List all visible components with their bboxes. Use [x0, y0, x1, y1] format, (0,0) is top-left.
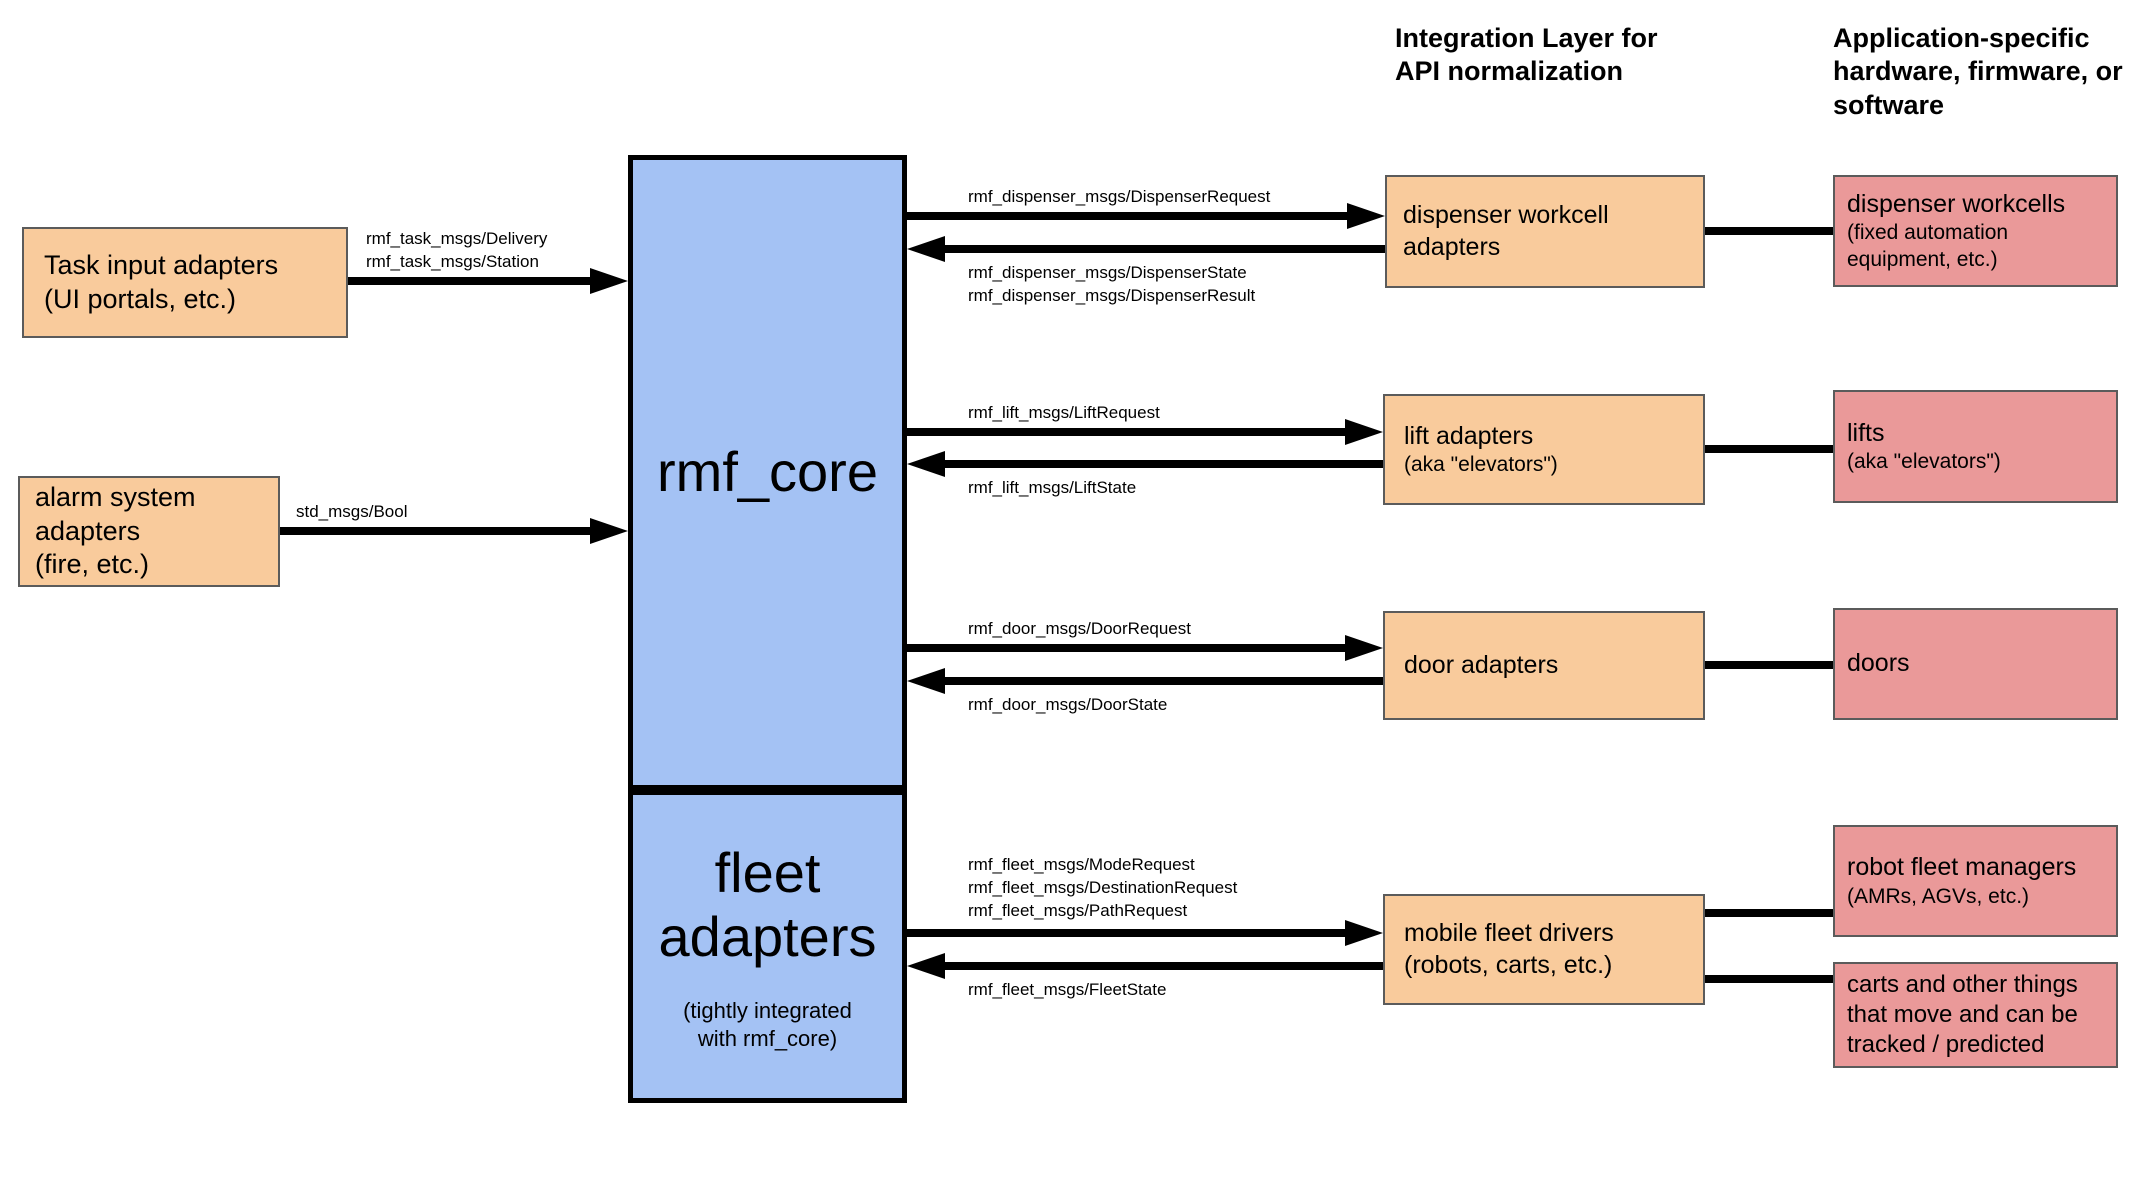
fleet-to-drivers-line — [907, 929, 1351, 937]
drivers-to-fleet-line — [939, 962, 1383, 970]
fleet-to-drivers-arrowhead — [1345, 920, 1383, 946]
robot-fleet-managers-label: robot fleet managers — [1847, 853, 2077, 882]
dispenser-adapters-to-core-label: rmf_dispenser_msgs/DispenserState rmf_di… — [968, 263, 1256, 305]
rmf-core-box: rmf_core — [628, 155, 907, 790]
lift-adapters-label: lift adapters — [1404, 421, 1534, 450]
door-adapters-to-core-label: rmf_door_msgs/DoorState — [968, 695, 1168, 714]
door-adapters-label: door adapters — [1404, 650, 1559, 679]
lifts-sublabel: (aka "elevators") — [1847, 450, 2001, 473]
alarm-to-core-label: std_msgs/Bool — [296, 502, 408, 521]
dispenser-workcell-adapters-label: dispenser workcell adapters — [1403, 201, 1609, 261]
drivers-to-fleet-managers-line — [1705, 909, 1833, 917]
carts-and-trackables-box: carts and other things that move and can… — [1833, 962, 2118, 1068]
lift-adapters-to-core-line — [939, 460, 1383, 468]
lifts-box: lifts (aka "elevators") — [1833, 390, 2118, 503]
doors-box: doors — [1833, 608, 2118, 720]
door-adapters-to-core-line — [939, 677, 1383, 685]
core-to-dispenser-adapters-arrowhead — [1347, 203, 1385, 229]
core-to-lift-adapters-label: rmf_lift_msgs/LiftRequest — [968, 403, 1160, 422]
task-input-adapters-label: Task input adapters (UI portals, etc.) — [44, 249, 279, 314]
core-to-door-adapters-arrowhead — [1345, 635, 1383, 661]
lift-adapters-sublabel: (aka "elevators") — [1404, 453, 1558, 476]
task-to-core-arrowhead — [590, 268, 628, 294]
dispenser-workcells-sublabel: (fixed automation equipment, etc.) — [1847, 221, 2009, 271]
core-to-lift-adapters-arrowhead — [1345, 419, 1383, 445]
mobile-fleet-drivers-box: mobile fleet drivers (robots, carts, etc… — [1383, 894, 1705, 1005]
core-to-door-adapters-line — [907, 644, 1351, 652]
dispenser-adapters-to-core-arrowhead — [907, 236, 945, 262]
core-to-door-adapters-label: rmf_door_msgs/DoorRequest — [968, 619, 1191, 638]
integration-layer-header: Integration Layer for API normalization — [1395, 23, 1658, 87]
alarm-to-core-arrowhead — [590, 518, 628, 544]
doors-label: doors — [1847, 649, 1910, 678]
fleet-adapters-box: fleet adapters (tightly integrated with r… — [628, 790, 907, 1103]
carts-and-trackables-label: carts and other things that move and can… — [1847, 971, 2078, 1058]
drivers-to-fleet-arrowhead — [907, 953, 945, 979]
lift-adapters-to-core-arrowhead — [907, 451, 945, 477]
task-input-adapters-box: Task input adapters (UI portals, etc.) — [22, 227, 348, 338]
lift-adapters-to-core-label: rmf_lift_msgs/LiftState — [968, 478, 1137, 497]
door-adapters-box: door adapters — [1383, 611, 1705, 720]
fleet-to-drivers-label: rmf_fleet_msgs/ModeRequest rmf_fleet_msg… — [968, 855, 1238, 920]
fleet-adapters-label: fleet adapters — [658, 840, 877, 968]
core-to-lift-adapters-line — [907, 428, 1351, 436]
alarm-system-adapters-box: alarm system adapters (fire, etc.) — [18, 476, 280, 587]
lift-adapters-box: lift adapters (aka "elevators") — [1383, 394, 1705, 505]
dispenser-workcells-box: dispenser workcells(fixed automation equ… — [1833, 175, 2118, 287]
alarm-system-adapters-label: alarm system adapters (fire, etc.) — [35, 481, 196, 580]
dispenser-workcells-label: dispenser workcells — [1847, 190, 2066, 219]
drivers-to-carts-line — [1705, 975, 1833, 983]
robot-fleet-managers-sublabel: (AMRs, AGVs, etc.) — [1847, 884, 2030, 908]
dispenser-adapters-to-core-line — [939, 245, 1385, 253]
robot-fleet-managers-box: robot fleet managers(AMRs, AGVs, etc.) — [1833, 825, 2118, 937]
task-to-core-label: rmf_task_msgs/Delivery rmf_task_msgs/Sta… — [366, 229, 548, 271]
fleet-adapters-sublabel: (tightly integrated with rmf_core) — [683, 998, 852, 1051]
lifts-label: lifts — [1847, 418, 1885, 447]
lift-adapters-to-lifts-line — [1705, 445, 1833, 453]
dispenser-adapters-to-workcells-line — [1705, 227, 1833, 235]
drivers-to-fleet-label: rmf_fleet_msgs/FleetState — [968, 980, 1167, 999]
core-to-dispenser-adapters-line — [907, 212, 1353, 220]
door-adapters-to-core-arrowhead — [907, 668, 945, 694]
mobile-fleet-drivers-label: mobile fleet drivers (robots, carts, etc… — [1404, 919, 1614, 979]
core-to-dispenser-adapters-label: rmf_dispenser_msgs/DispenserRequest — [968, 187, 1271, 206]
rmf-core-label: rmf_core — [657, 440, 878, 504]
door-adapters-to-doors-line — [1705, 661, 1833, 669]
task-to-core-line — [348, 277, 596, 285]
application-specific-header: Application-specific hardware, firmware,… — [1833, 23, 2123, 120]
dispenser-workcell-adapters-box: dispenser workcell adapters — [1385, 175, 1705, 288]
alarm-to-core-line — [280, 527, 596, 535]
